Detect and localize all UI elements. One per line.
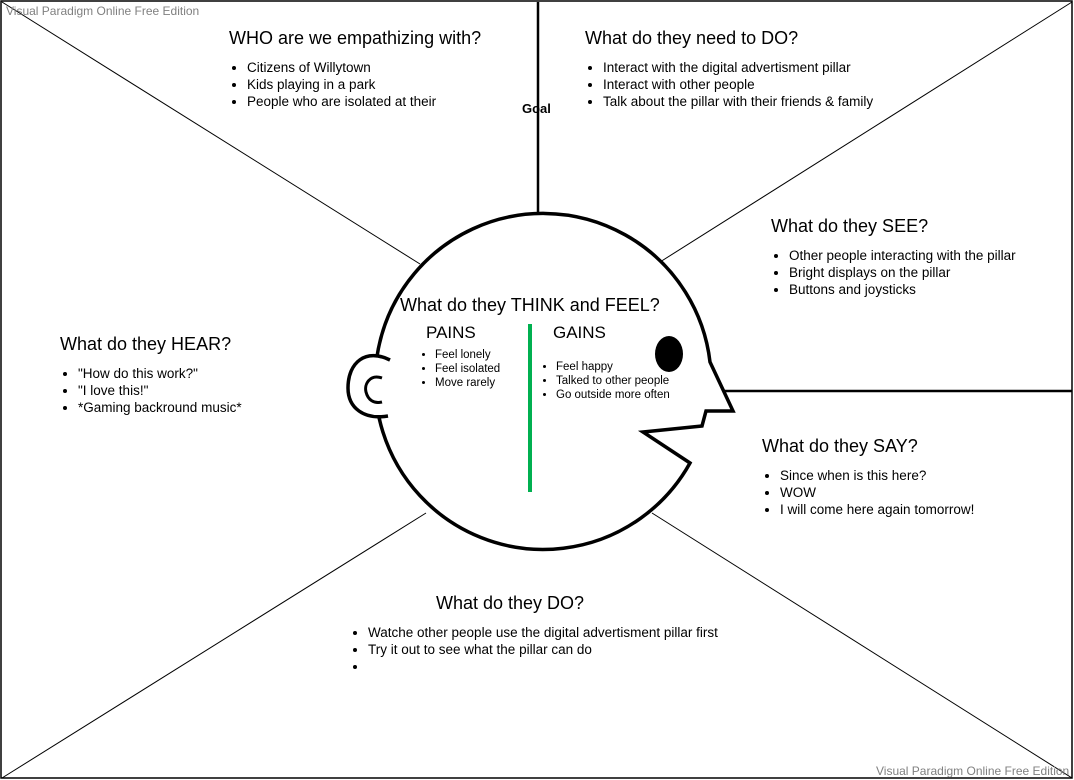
- list-item: Interact with the digital advertisment p…: [603, 59, 915, 76]
- list-item: WOW: [780, 484, 1052, 501]
- list-item: Bright displays on the pillar: [789, 264, 1061, 281]
- who-list: Citizens of Willytown Kids playing in a …: [229, 59, 529, 110]
- need-to-do-title: What do they need to DO?: [585, 27, 915, 49]
- who-title: WHO are we empathizing with?: [229, 27, 529, 49]
- do-title: What do they DO?: [436, 592, 770, 614]
- list-item: I will come here again tomorrow!: [780, 501, 1052, 518]
- think-feel-title: What do they THINK and FEEL?: [400, 294, 680, 316]
- gains-list: Feel happy Talked to other people Go out…: [553, 360, 693, 402]
- do-list: Watche other people use the digital adve…: [350, 624, 770, 675]
- see-title: What do they SEE?: [771, 215, 1061, 237]
- ear: [348, 356, 390, 417]
- list-item: Watche other people use the digital adve…: [368, 624, 770, 641]
- gains-section: GAINS Feel happy Talked to other people …: [553, 322, 693, 402]
- list-item: Talked to other people: [556, 374, 693, 388]
- do-section: What do they DO? Watche other people use…: [350, 592, 770, 675]
- list-item: Other people interacting with the pillar: [789, 247, 1061, 264]
- gains-title: GAINS: [553, 322, 693, 344]
- list-item: Feel happy: [556, 360, 693, 374]
- say-title: What do they SAY?: [762, 435, 1052, 457]
- list-item: "How do this work?": [78, 365, 320, 382]
- list-item: *Gaming backround music*: [78, 399, 320, 416]
- list-item: [368, 658, 770, 675]
- list-item: "I love this!": [78, 382, 320, 399]
- list-item: Since when is this here?: [780, 467, 1052, 484]
- watermark-top: Visual Paradigm Online Free Edition: [6, 4, 199, 18]
- hear-section: What do they HEAR? "How do this work?" "…: [60, 333, 320, 416]
- say-list: Since when is this here? WOW I will come…: [762, 467, 1052, 518]
- list-item: Try it out to see what the pillar can do: [368, 641, 770, 658]
- watermark-bottom: Visual Paradigm Online Free Edition: [876, 764, 1069, 778]
- list-item: Interact with other people: [603, 76, 915, 93]
- list-item: People who are isolated at their: [247, 93, 529, 110]
- list-item: Kids playing in a park: [247, 76, 529, 93]
- need-to-do-list: Interact with the digital advertisment p…: [585, 59, 915, 110]
- list-item: Citizens of Willytown: [247, 59, 529, 76]
- hear-list: "How do this work?" "I love this!" *Gami…: [60, 365, 320, 416]
- list-item: Buttons and joysticks: [789, 281, 1061, 298]
- pains-list: Feel lonely Feel isolated Move rarely: [426, 348, 526, 390]
- list-item: Move rarely: [435, 376, 526, 390]
- list-item: Feel isolated: [435, 362, 526, 376]
- think-feel-title-wrap: What do they THINK and FEEL?: [400, 294, 680, 316]
- list-item: Go outside more often: [556, 388, 693, 402]
- list-item: Feel lonely: [435, 348, 526, 362]
- pains-title: PAINS: [426, 322, 526, 344]
- need-to-do-section: What do they need to DO? Interact with t…: [585, 27, 915, 110]
- see-list: Other people interacting with the pillar…: [771, 247, 1061, 298]
- hear-title: What do they HEAR?: [60, 333, 320, 355]
- see-section: What do they SEE? Other people interacti…: [771, 215, 1061, 298]
- say-section: What do they SAY? Since when is this her…: [762, 435, 1052, 518]
- who-section: WHO are we empathizing with? Citizens of…: [229, 27, 529, 110]
- pains-section: PAINS Feel lonely Feel isolated Move rar…: [426, 322, 526, 390]
- list-item: Talk about the pillar with their friends…: [603, 93, 915, 110]
